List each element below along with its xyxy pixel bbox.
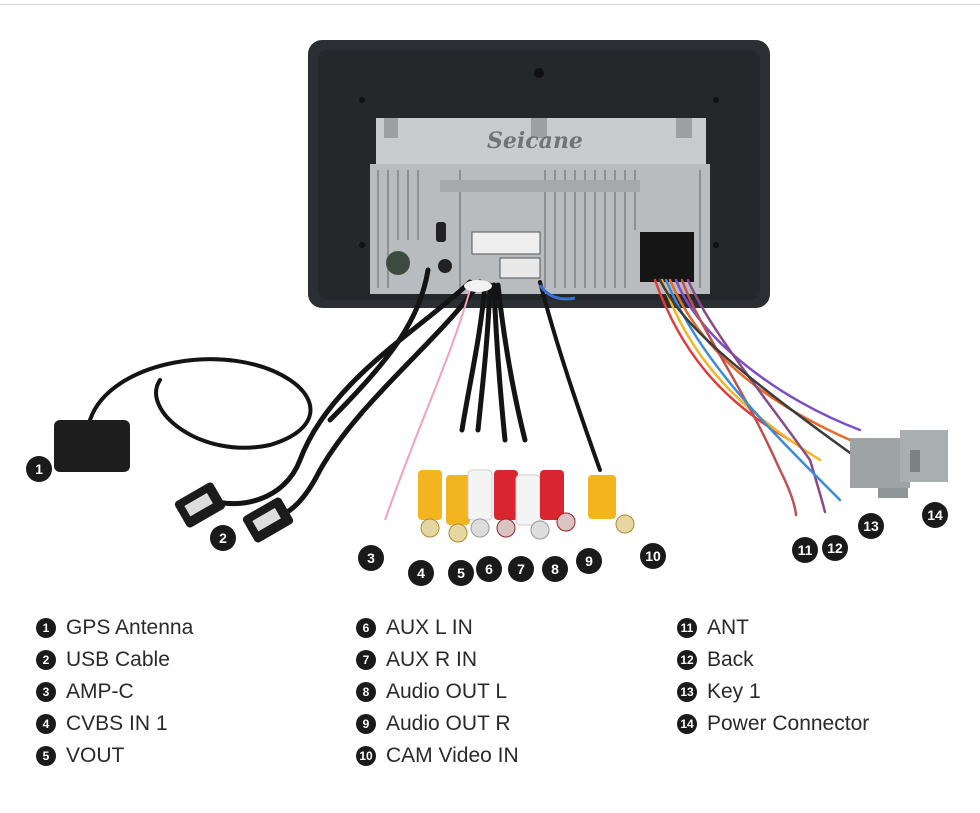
legend-item: 2 USB Cable bbox=[36, 644, 193, 676]
callout-11: 11 bbox=[792, 537, 818, 563]
legend-number: 14 bbox=[677, 714, 697, 734]
legend-item: 12 Back bbox=[677, 644, 869, 676]
callout-10: 10 bbox=[640, 543, 666, 569]
legend-column-1: 1 GPS Antenna 2 USB Cable 3 AMP-C 4 CVBS IN … bbox=[36, 612, 193, 772]
legend-label: AUX R IN bbox=[386, 648, 478, 671]
top-divider bbox=[0, 4, 980, 5]
legend-number: 13 bbox=[677, 682, 697, 702]
callout-7: 7 bbox=[508, 556, 534, 582]
legend-label: Back bbox=[707, 648, 754, 671]
legend-item: 10 CAM Video IN bbox=[356, 740, 519, 772]
legend-label: Audio OUT R bbox=[386, 712, 511, 735]
legend-label: Key 1 bbox=[707, 680, 761, 703]
legend-number: 1 bbox=[36, 618, 56, 638]
callout-1: 1 bbox=[26, 456, 52, 482]
legend-label: GPS Antenna bbox=[66, 616, 194, 639]
legend-item: 14 Power Connector bbox=[677, 708, 869, 740]
legend-number: 3 bbox=[36, 682, 56, 702]
product-photo bbox=[54, 40, 948, 543]
callout-9: 9 bbox=[576, 548, 602, 574]
legend-label: AMP-C bbox=[66, 680, 134, 703]
callout-4: 4 bbox=[408, 560, 434, 586]
legend-item: 3 AMP-C bbox=[36, 676, 193, 708]
legend-item: 7 AUX R IN bbox=[356, 644, 519, 676]
legend-item: 11 ANT bbox=[677, 612, 869, 644]
legend-item: 13 Key 1 bbox=[677, 676, 869, 708]
legend-number: 10 bbox=[356, 746, 376, 766]
legend-column-3: 11 ANT 12 Back 13 Key 1 14 Power Connector bbox=[677, 612, 869, 740]
legend-item: 6 AUX L IN bbox=[356, 612, 519, 644]
legend-label: Audio OUT L bbox=[386, 680, 508, 703]
callout-14: 14 bbox=[922, 502, 948, 528]
callout-12: 12 bbox=[822, 535, 848, 561]
legend-label: USB Cable bbox=[66, 648, 170, 671]
legend-number: 5 bbox=[36, 746, 56, 766]
legend-number: 4 bbox=[36, 714, 56, 734]
legend-label: Power Connector bbox=[707, 712, 870, 735]
legend-column-2: 6 AUX L IN 7 AUX R IN 8 Audio OUT L 9 Audio … bbox=[356, 612, 519, 772]
legend-number: 7 bbox=[356, 650, 376, 670]
legend-number: 9 bbox=[356, 714, 376, 734]
callout-13: 13 bbox=[858, 513, 884, 539]
brand-logo: Seicane bbox=[487, 128, 583, 154]
legend-number: 6 bbox=[356, 618, 376, 638]
power-connector-plug bbox=[850, 430, 948, 498]
legend-item: 4 CVBS IN 1 bbox=[36, 708, 193, 740]
legend-label: CVBS IN 1 bbox=[66, 712, 168, 735]
gps-antenna bbox=[54, 420, 130, 472]
legend-number: 12 bbox=[677, 650, 697, 670]
legend-number: 11 bbox=[677, 618, 697, 638]
callout-3: 3 bbox=[358, 545, 384, 571]
legend-number: 2 bbox=[36, 650, 56, 670]
power-socket bbox=[640, 232, 694, 282]
callout-8: 8 bbox=[542, 556, 568, 582]
legend-item: 5 VOUT bbox=[36, 740, 193, 772]
legend-item: 1 GPS Antenna bbox=[36, 612, 193, 644]
legend-label: CAM Video IN bbox=[386, 744, 519, 767]
legend-label: AUX L IN bbox=[386, 616, 473, 639]
legend-item: 8 Audio OUT L bbox=[356, 676, 519, 708]
rca-connectors bbox=[418, 469, 635, 543]
callout-2: 2 bbox=[210, 525, 236, 551]
legend-label: VOUT bbox=[66, 744, 125, 767]
callout-5: 5 bbox=[448, 560, 474, 586]
callout-6: 6 bbox=[476, 556, 502, 582]
legend-label: ANT bbox=[707, 616, 749, 639]
legend-item: 9 Audio OUT R bbox=[356, 708, 519, 740]
legend-number: 8 bbox=[356, 682, 376, 702]
